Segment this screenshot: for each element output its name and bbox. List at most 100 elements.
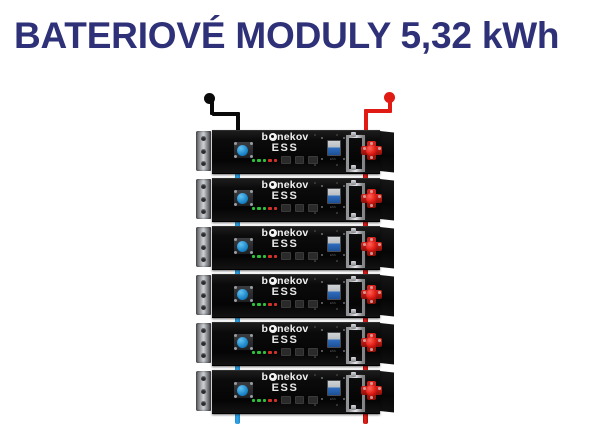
vent-dot-icon — [314, 326, 316, 328]
terminal-bolt-icon — [250, 286, 253, 289]
terminal-bolt-icon — [250, 334, 253, 337]
status-led-icon — [262, 254, 267, 258]
bracket-hole-icon — [201, 353, 206, 358]
bracket-hole-icon — [201, 328, 206, 333]
vent-dot-icon — [314, 356, 316, 358]
panel-screw-icon — [343, 377, 345, 379]
connector-port-icon — [294, 252, 305, 260]
brand-name-prefix: b — [261, 275, 269, 287]
vent-dot-icon — [336, 356, 338, 358]
terminal-bolt-icon — [363, 195, 366, 198]
terminal-bolt-icon — [234, 203, 237, 206]
brand-subtitle: ESS — [271, 190, 299, 202]
vent-dot-icon — [314, 212, 316, 214]
panel-screw-icon — [321, 158, 323, 160]
panel-caption: ESS — [330, 398, 336, 401]
vent-dot-icon — [336, 308, 338, 310]
negative-lead-segment-horizontal — [212, 112, 240, 116]
terminal-bolt-icon — [234, 334, 237, 337]
negative-terminal — [234, 142, 253, 158]
terminal-bolt-icon — [234, 155, 237, 158]
panel-screw-icon — [343, 137, 345, 139]
status-led-icon — [268, 350, 272, 354]
bracket-hole-icon — [201, 293, 206, 298]
panel-caption: ESS — [330, 254, 336, 257]
terminal-bolt-icon — [378, 243, 381, 246]
terminal-bolt-icon — [234, 395, 237, 398]
negative-terminal-cap-icon — [237, 288, 248, 300]
positive-terminal-cap-icon — [366, 145, 377, 156]
negative-terminal — [234, 334, 253, 350]
brand-dot-icon — [268, 181, 277, 189]
status-led-icon — [273, 350, 278, 354]
brand-name-suffix: nekov — [277, 227, 309, 239]
panel-screw-icon — [343, 398, 345, 400]
terminal-bolt-icon — [370, 142, 373, 145]
status-led-icon — [268, 302, 272, 306]
status-led-icon — [262, 398, 267, 402]
status-led-icon — [268, 398, 272, 402]
panel-screw-icon — [343, 206, 345, 208]
vent-dot-icon — [336, 164, 338, 166]
status-led-strip — [252, 156, 318, 164]
brand-subtitle: ESS — [271, 286, 299, 298]
brand-name-prefix: b — [261, 227, 269, 239]
negative-terminal — [234, 382, 253, 398]
status-led-icon — [273, 398, 278, 402]
positive-lead-segment-horizontal — [364, 109, 392, 113]
terminal-bolt-icon — [250, 155, 253, 158]
status-led-icon — [252, 206, 256, 210]
connector-port-icon — [294, 396, 305, 404]
negative-terminal-cap-icon — [237, 144, 248, 156]
handle-post-icon — [351, 228, 356, 233]
panel-screw-icon — [321, 350, 323, 352]
instrument-panel: ESS — [320, 280, 346, 308]
panel-screw-icon — [321, 233, 323, 235]
terminal-bolt-icon — [363, 339, 366, 342]
positive-lead-segment-upper — [388, 98, 392, 112]
bracket-hole-icon — [201, 184, 206, 189]
panel-screw-icon — [321, 302, 323, 304]
vent-dot-icon — [336, 374, 338, 376]
connector-port-icon — [294, 300, 305, 308]
terminal-bolt-icon — [370, 396, 373, 399]
terminal-bolt-icon — [250, 203, 253, 206]
connector-port-icon — [281, 204, 291, 212]
rack-mount-bracket — [196, 179, 211, 219]
brand-dot-icon — [268, 229, 277, 237]
connector-port-icon — [281, 396, 291, 404]
brand-subtitle: ESS — [271, 238, 299, 250]
connector-port-icon — [294, 348, 305, 356]
vent-dot-icon — [314, 164, 316, 166]
handle-post-icon — [351, 213, 356, 218]
terminal-bolt-icon — [370, 334, 373, 337]
terminal-bolt-icon — [234, 238, 237, 241]
panel-screw-icon — [343, 281, 345, 283]
negative-lead-segment-lower — [236, 115, 240, 139]
lcd-display — [327, 332, 341, 348]
panel-screw-icon — [343, 350, 345, 352]
vent-dot-icon — [314, 182, 316, 184]
brand-dot-icon — [268, 373, 277, 381]
terminal-bolt-icon — [250, 142, 253, 145]
positive-terminal-cap-icon — [366, 385, 377, 396]
brand-name-suffix: nekov — [277, 131, 309, 143]
positive-terminal — [361, 333, 382, 352]
module-side-face — [380, 179, 394, 221]
module-side-face — [380, 371, 394, 413]
brand-dot-icon — [268, 277, 277, 285]
connector-port-icon — [281, 300, 291, 308]
connector-port-icon — [308, 396, 318, 404]
panel-screw-icon — [343, 254, 345, 256]
lcd-display — [327, 380, 341, 396]
panel-screw-icon — [343, 233, 345, 235]
positive-terminal-cap-icon — [366, 337, 377, 348]
positive-terminal — [361, 237, 382, 256]
